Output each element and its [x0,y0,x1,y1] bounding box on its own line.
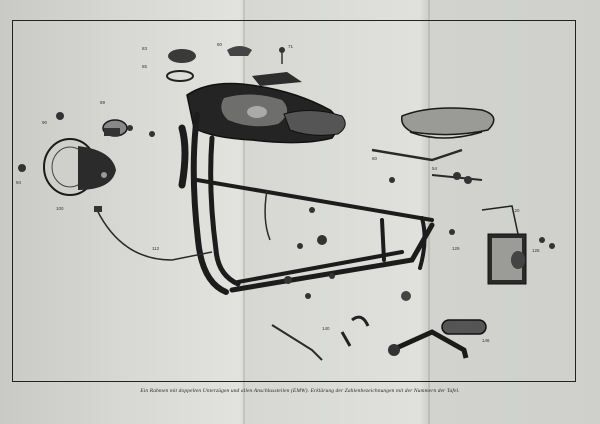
figure-caption: Ein Rahmen mit doppelten Unterzügen und … [140,388,460,394]
svg-text:89: 89 [100,100,106,105]
tank-cap-parts [166,46,302,86]
speedometer [102,119,128,137]
svg-text:129: 129 [452,246,460,251]
svg-text:54: 54 [432,166,438,171]
svg-text:100: 100 [56,206,64,211]
svg-text:94: 94 [16,180,22,185]
svg-text:85: 85 [142,64,148,69]
svg-text:146: 146 [482,338,490,343]
fuel-tank [186,82,346,144]
svg-text:71: 71 [288,44,294,49]
svg-text:120: 120 [512,208,520,213]
svg-text:60: 60 [372,156,378,161]
svg-text:83: 83 [142,46,148,51]
part-number-labels: 83 85 80 71 89 90 94 100 112 120 126 129 140 14… [16,42,540,343]
svg-text:90: 90 [42,120,48,125]
small-parts [18,112,555,299]
svg-text:140: 140 [322,326,330,331]
saddle [400,107,495,139]
svg-text:112: 112 [152,246,160,251]
svg-text:80: 80 [217,42,223,47]
svg-text:126: 126 [532,248,540,253]
tool-box [481,205,527,285]
footrest-parts [340,291,487,359]
paper-fold-right [428,0,430,424]
paper-fold-left [243,0,245,424]
headlamp [43,138,116,196]
diagram-frame [12,20,576,382]
exploded-frame-diagram: 83 85 80 71 89 90 94 100 112 120 126 129 140 14… [16,42,555,361]
